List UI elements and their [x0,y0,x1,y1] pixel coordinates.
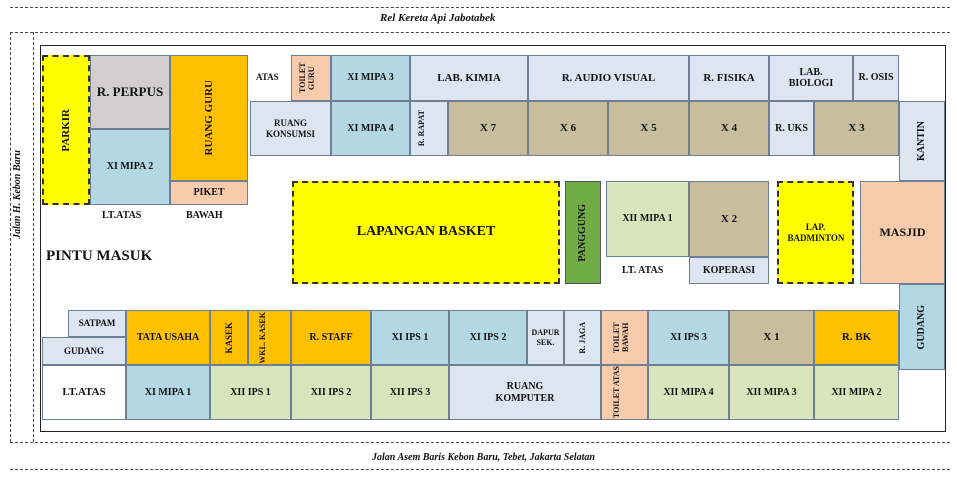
room-gudang-left: GUDANG [42,337,126,365]
room-xii-ips-3: XII IPS 3 [371,365,449,420]
label-lt-atas-bottom: LT.ATAS [42,365,126,420]
room-toilet-guru: TOILET GURU [291,55,331,101]
room-x3: X 3 [814,101,899,156]
room-parkir: PARKIR [42,55,90,205]
room-x5: X 5 [608,101,689,156]
room-r-staff: R. STAFF [291,310,371,365]
room-r-rapat: R. RAPAT [410,101,448,156]
room-r-jaga: R. JAGA [564,310,601,365]
road-border-bottom-outer [10,469,950,470]
room-piket: PIKET [170,181,248,205]
road-border-left [10,32,11,442]
road-border-bottom [10,442,950,443]
room-x1: X 1 [729,310,814,365]
room-r-perpus: R. PERPUS [90,55,170,129]
room-x6: X 6 [528,101,608,156]
room-ruang-guru: RUANG GURU [170,55,248,181]
road-label-south: Jalan Asem Baris Kebon Baru, Tebet, Jaka… [372,452,595,463]
room-toilet-bawah: TOILET BAWAH [601,310,648,365]
room-r-bk: R. BK [814,310,899,365]
room-xii-mipa-3: XII MIPA 3 [729,365,814,420]
room-xii-ips-2: XII IPS 2 [291,365,371,420]
area-panggung: PANGGUNG [565,181,601,284]
label-lt-atas-mid: LT. ATAS [622,265,664,276]
room-r-osis: R. OSIS [853,55,899,101]
road-border-top [10,7,950,8]
room-xii-mipa-1: XII MIPA 1 [606,181,689,257]
room-kasek: KASEK [210,310,248,365]
room-xii-mipa-4: XII MIPA 4 [648,365,729,420]
label-lt-atas-left: LT.ATAS [102,210,142,221]
room-r-uks: R. UKS [769,101,814,156]
room-xii-ips-1: XII IPS 1 [210,365,291,420]
room-kantin: KANTIN [899,101,945,181]
road-label-west: Jalan H. Kebon Baru [12,150,23,239]
label-pintu-masuk: PINTU MASUK [46,248,153,264]
room-ruang-konsumsi: RUANG KONSUMSI [250,101,331,156]
area-lap-badminton: LAP. BADMINTON [777,181,854,284]
room-x7: X 7 [448,101,528,156]
room-masjid: MASJID [860,181,945,284]
room-toilet-atas: TOILET ATAS [601,365,648,420]
room-r-fisika: R. FISIKA [689,55,769,101]
room-xi-mipa-4: XI MIPA 4 [331,101,410,156]
room-r-audio-visual: R. AUDIO VISUAL [528,55,689,101]
room-gudang-right: GUDANG [899,284,945,370]
road-border-top-inner [10,32,950,33]
room-xi-mipa-3: XI MIPA 3 [331,55,410,101]
room-satpam: SATPAM [68,310,126,337]
room-x2: X 2 [689,181,769,257]
school-compound [40,45,946,432]
room-lab-kimia: LAB. KIMIA [410,55,528,101]
room-wkl-kasek: WKL. KASEK [248,310,291,365]
room-x4: X 4 [689,101,769,156]
room-ruang-komputer: RUANG KOMPUTER [449,365,601,420]
room-koperasi: KOPERASI [689,257,769,284]
room-xi-mipa-1: XI MIPA 1 [126,365,210,420]
room-lab-biologi: LAB. BIOLOGI [769,55,853,101]
room-xi-ips-2: XI IPS 2 [449,310,527,365]
room-xi-ips-3: XI IPS 3 [648,310,729,365]
road-border-left-inner [33,32,34,442]
room-xi-mipa-2: XI MIPA 2 [90,129,170,205]
label-atas-top: ATAS [256,72,279,82]
room-dapur-sek: DAPUR SEK. [527,310,564,365]
room-xii-mipa-2: XII MIPA 2 [814,365,899,420]
road-label-north: Rel Kereta Api Jabotabek [380,12,496,24]
room-xi-ips-1: XI IPS 1 [371,310,449,365]
room-tata-usaha: TATA USAHA [126,310,210,365]
area-lapangan-basket: LAPANGAN BASKET [292,181,560,284]
label-bawah-left: BAWAH [186,210,223,221]
